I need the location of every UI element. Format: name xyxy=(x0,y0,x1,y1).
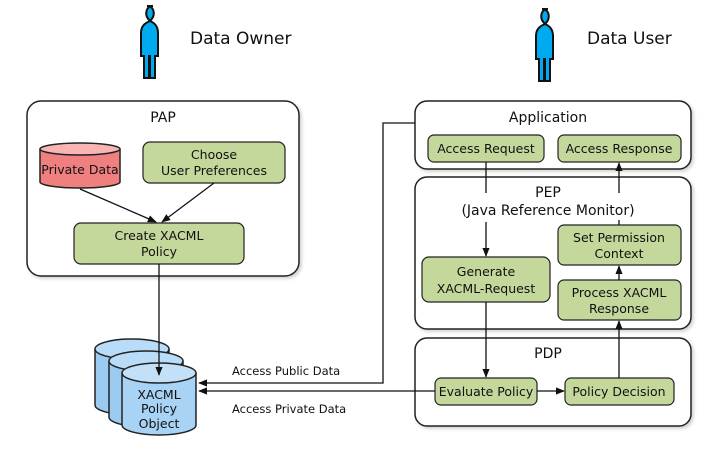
node-label: User Preferences xyxy=(161,163,267,178)
node-label: Set Permission xyxy=(573,230,665,245)
xacml-policy-object-node[interactable]: XACML Policy Object xyxy=(94,338,197,436)
data-user-actor: Data User xyxy=(535,8,672,82)
node-label: Evaluate Policy xyxy=(439,384,534,399)
private-data-node[interactable]: Private Data xyxy=(39,142,121,189)
cylinder-front xyxy=(121,362,197,436)
access-public-data-label: Access Public Data xyxy=(232,364,340,378)
person-icon xyxy=(535,8,554,82)
node-label: XACML-Request xyxy=(437,281,536,296)
policy-decision-node[interactable]: Policy Decision xyxy=(564,377,675,406)
private-data-label: Private Data xyxy=(41,162,118,177)
node-label: Process XACML xyxy=(572,285,667,300)
access-private-data-label: Access Private Data xyxy=(232,402,346,416)
node-label: Policy xyxy=(141,244,178,259)
node-label: Choose xyxy=(191,147,237,162)
pdp-title: PDP xyxy=(534,346,562,362)
node-label: Object xyxy=(139,416,180,431)
edge-private-data-to-create-policy xyxy=(79,188,157,223)
node-label: Context xyxy=(595,246,644,261)
generate-xacml-request-node[interactable]: Generate XACML-Request xyxy=(421,256,551,303)
process-xacml-response-node[interactable]: Process XACML Response xyxy=(557,279,682,321)
edges xyxy=(79,122,623,395)
edge-preferences-to-create-policy xyxy=(161,182,215,223)
node-label: Policy xyxy=(141,401,178,416)
pap-title: PAP xyxy=(150,110,176,126)
node-label: Access Request xyxy=(437,141,535,156)
data-owner-label: Data Owner xyxy=(190,29,292,49)
access-request-node[interactable]: Access Request xyxy=(427,134,545,163)
evaluate-policy-node[interactable]: Evaluate Policy xyxy=(434,377,538,406)
data-owner-actor: Data Owner xyxy=(140,5,292,79)
access-response-node[interactable]: Access Response xyxy=(557,134,682,163)
choose-user-preferences-node[interactable]: Choose User Preferences xyxy=(142,141,286,184)
node-label: Access Response xyxy=(566,141,673,156)
application-title: Application xyxy=(509,110,587,126)
set-permission-context-node[interactable]: Set Permission Context xyxy=(557,224,682,266)
node-label: XACML xyxy=(137,387,180,402)
edge-application-to-policy-object xyxy=(198,122,415,387)
node-label: Generate xyxy=(457,264,516,279)
person-icon xyxy=(140,5,159,79)
data-user-label: Data User xyxy=(587,29,672,49)
node-label: Policy Decision xyxy=(572,384,665,399)
node-label: Create XACML xyxy=(115,228,204,243)
create-xacml-policy-node[interactable]: Create XACML Policy xyxy=(73,222,245,265)
pep-subtitle: (Java Reference Monitor) xyxy=(461,203,634,219)
pep-title: PEP xyxy=(535,185,561,201)
node-label: Response xyxy=(589,301,649,316)
